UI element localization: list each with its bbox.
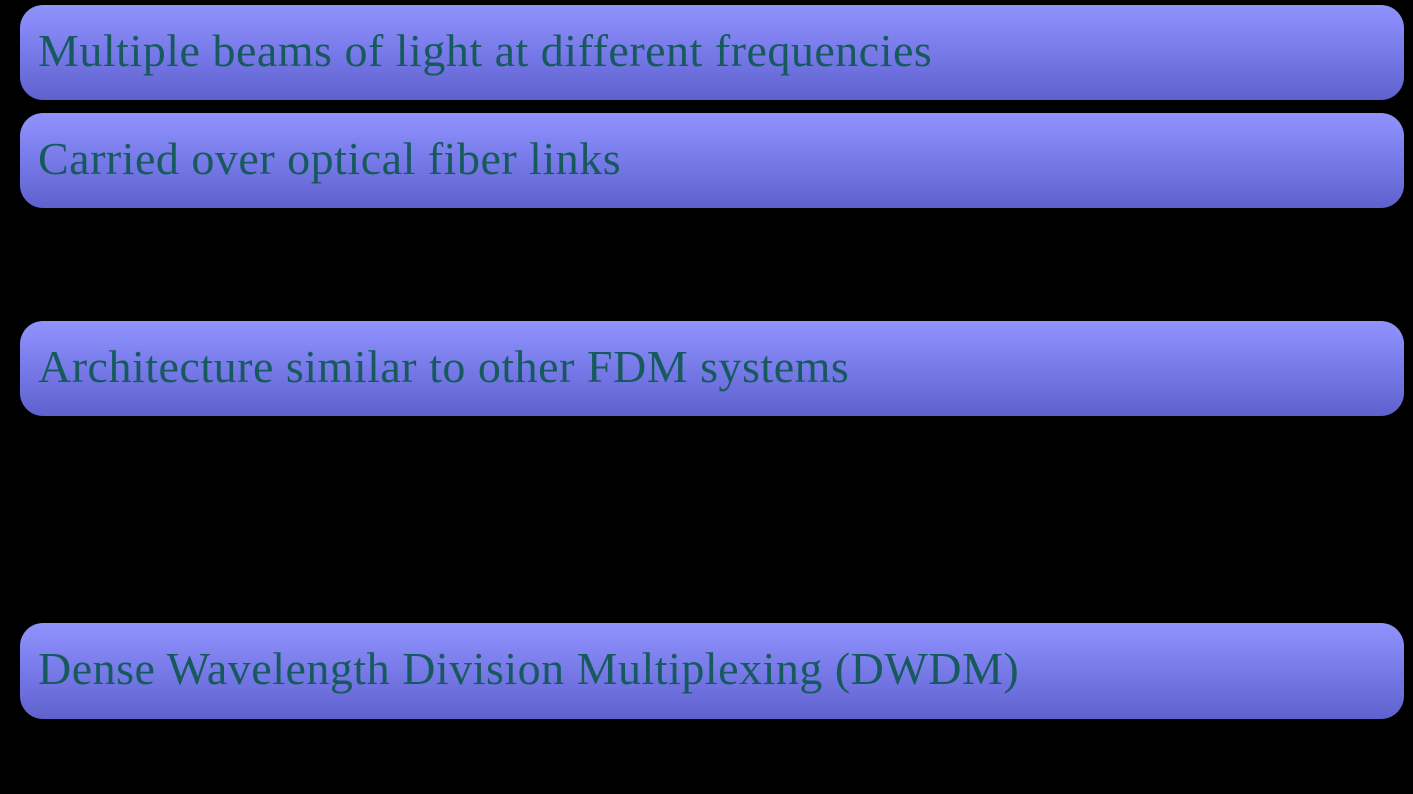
bullet-bar-label: Dense Wavelength Division Multiplexing (… xyxy=(38,643,1020,694)
bullet-bar-label: Architecture similar to other FDM system… xyxy=(38,340,850,392)
bullet-bar-2: Architecture similar to other FDM system… xyxy=(20,321,1404,416)
bullet-bar-label: Carried over optical fiber links xyxy=(38,132,622,184)
bullet-bar-label: Multiple beams of light at different fre… xyxy=(38,24,933,76)
bullet-bar-1: Carried over optical fiber links xyxy=(20,113,1404,208)
bullet-bar-3: Dense Wavelength Division Multiplexing (… xyxy=(20,623,1404,719)
bullet-bar-0: Multiple beams of light at different fre… xyxy=(20,5,1404,100)
